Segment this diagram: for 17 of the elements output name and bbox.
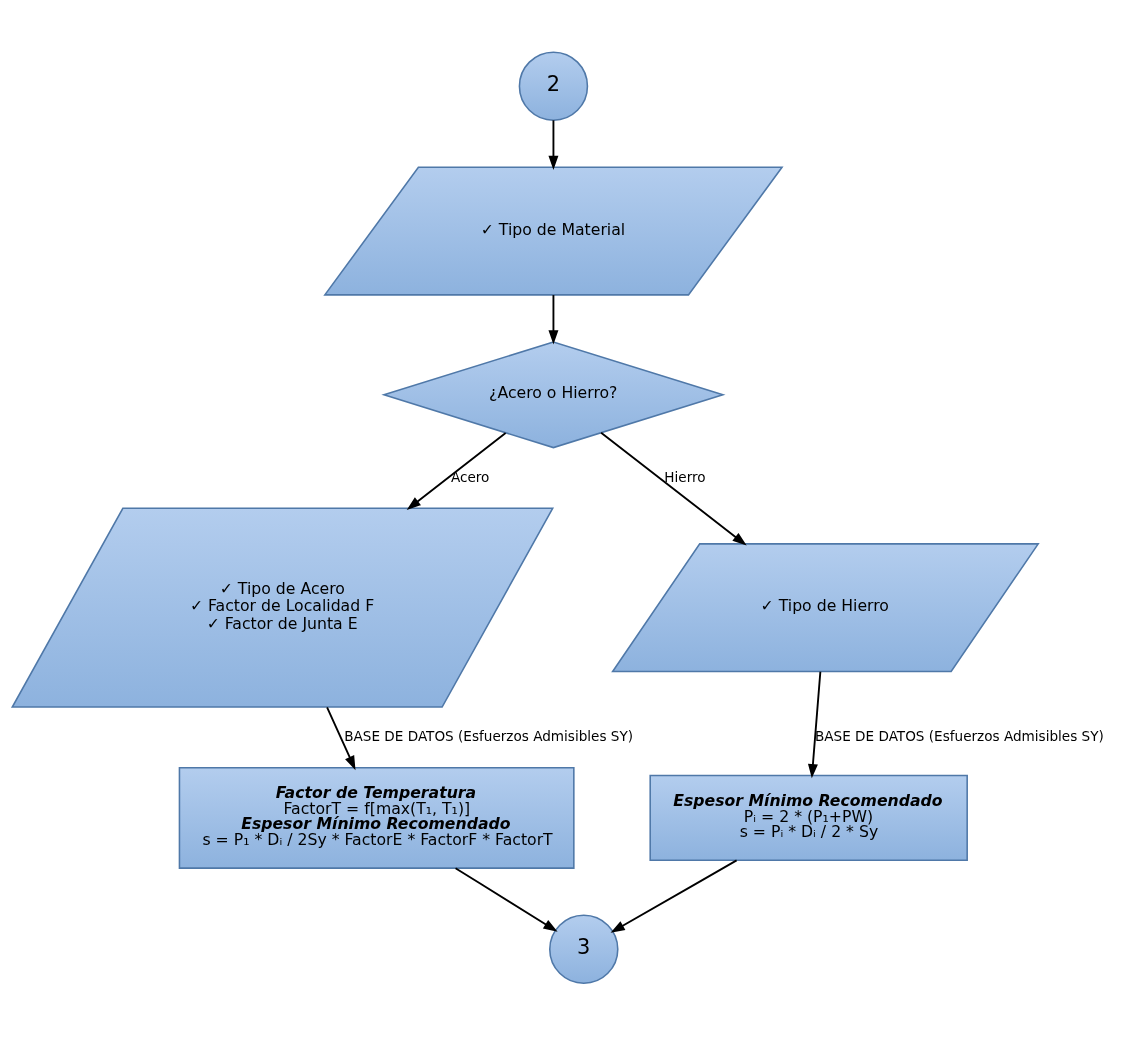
arrow	[610, 858, 738, 933]
arrow	[406, 431, 507, 510]
arrow	[548, 118, 559, 170]
arrow	[600, 431, 747, 546]
node-box: Factor de Temperatura FactorT = f[max(T₁, T₁)] Espesor Mínimo Recomendado s = P₁ * Dᵢ / 2Sy * FactorE * FactorF * FactorT	[178, 766, 575, 869]
arrow	[807, 670, 822, 778]
node-diamond: ¿Acero o Hierro?	[381, 340, 726, 448]
node-circle: 3	[549, 913, 619, 984]
arrow	[454, 866, 558, 932]
arrow	[548, 293, 559, 344]
edge-label: BASE DE DATOS (Esfuerzos Admisibles SY)	[814, 727, 1104, 744]
arrow	[326, 705, 356, 770]
edge-label: Acero	[450, 468, 490, 485]
node-box: Espesor Mínimo Recomendado Pᵢ = 2 * (P₁+PW) s = Pᵢ * Dᵢ / 2 * Sy	[649, 774, 968, 861]
edge-label: Hierro	[664, 468, 706, 485]
edge-label: BASE DE DATOS (Esfuerzos Admisibles SY)	[344, 727, 634, 744]
node-circle: 2	[518, 50, 589, 121]
